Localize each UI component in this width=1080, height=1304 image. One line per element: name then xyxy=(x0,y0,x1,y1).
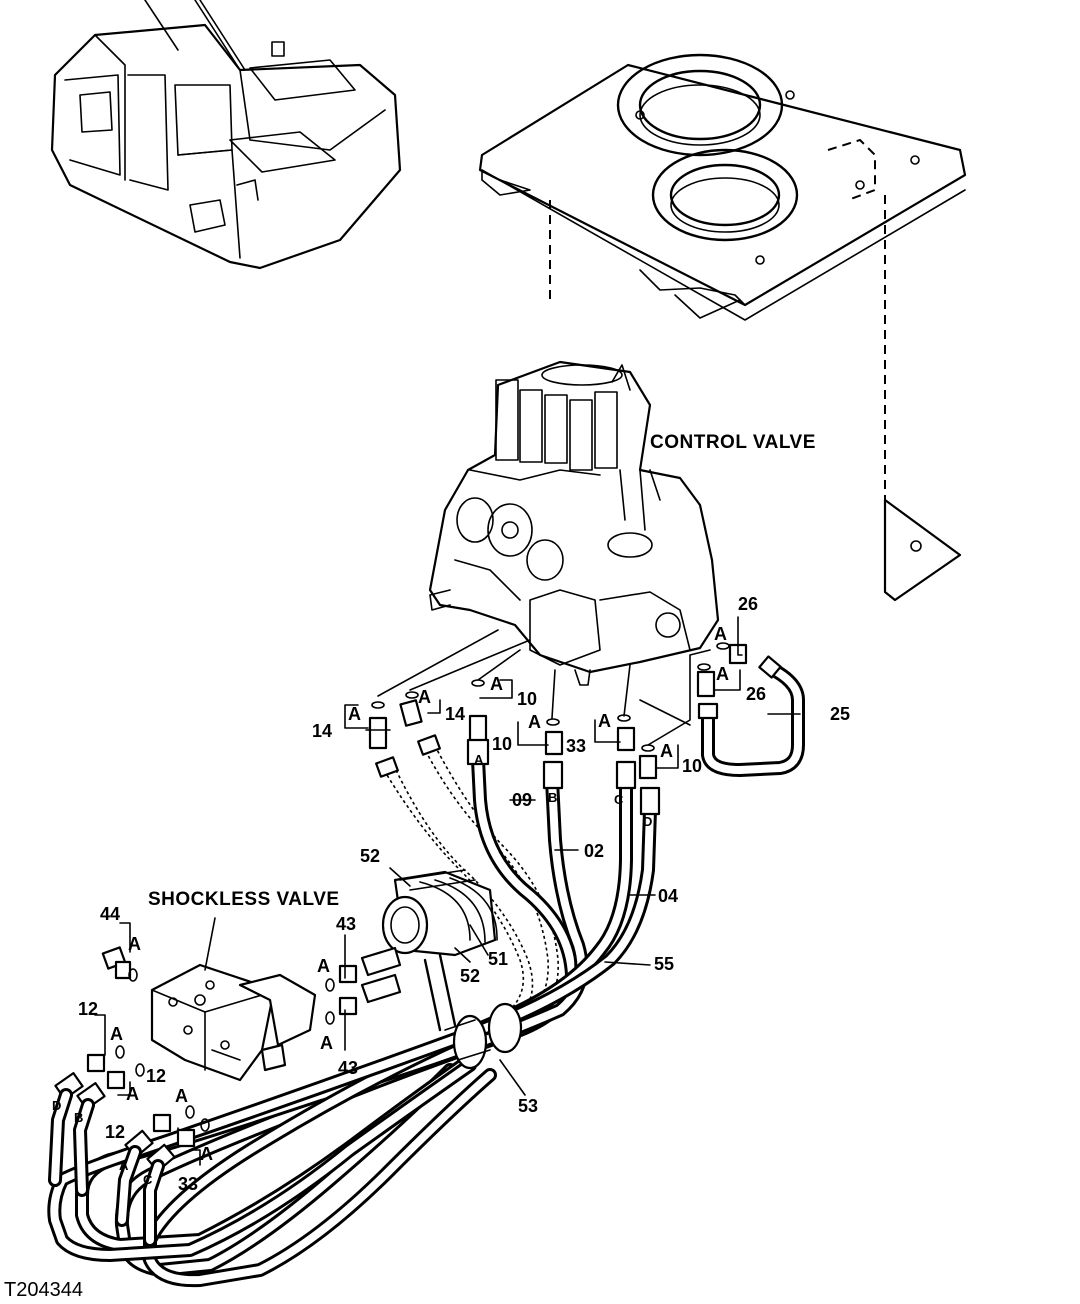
figure-reference: T204344 xyxy=(4,1279,83,1301)
callout-09: 09 xyxy=(512,790,532,810)
hose-bundle xyxy=(47,734,661,1288)
callout-26-bottom: 26 xyxy=(746,684,766,704)
hose-letter-c-bottom: C xyxy=(143,1172,153,1187)
callout-a: A xyxy=(418,687,431,707)
callout-12-bottom: 12 xyxy=(105,1122,125,1142)
control-valve-body xyxy=(428,360,720,686)
callout-a: A xyxy=(200,1144,213,1164)
hose-25 xyxy=(697,655,805,777)
excavator-inset xyxy=(50,0,402,270)
callout-a: A xyxy=(490,674,503,694)
control-valve-fittings xyxy=(365,642,748,780)
callout-a: A xyxy=(660,741,673,761)
callout-a: A xyxy=(175,1086,188,1106)
callout-a: A xyxy=(348,704,361,724)
shockless-leader xyxy=(204,917,216,971)
control-valve-label: CONTROL VALVE xyxy=(650,432,816,453)
callout-10-mid: 10 xyxy=(492,734,512,754)
callout-55: 55 xyxy=(654,954,674,974)
callout-a: A xyxy=(317,956,330,976)
callout-33-top: 33 xyxy=(566,736,586,756)
callout-51: 51 xyxy=(488,949,508,969)
callout-53: 53 xyxy=(518,1096,538,1116)
hose-letter-d-top: D xyxy=(643,814,652,829)
hose-letter-b-top: B xyxy=(548,790,557,805)
callout-a: A xyxy=(528,712,541,732)
shockless-valve-label: SHOCKLESS VALVE xyxy=(148,889,340,910)
callout-a: A xyxy=(110,1024,123,1044)
callout-12-top: 12 xyxy=(78,999,98,1019)
hose-clamps xyxy=(381,869,523,1070)
callout-14-right: 14 xyxy=(445,704,465,724)
callout-a: A xyxy=(128,934,141,954)
callout-44: 44 xyxy=(100,904,120,924)
callout-25: 25 xyxy=(830,704,850,724)
callout-10-top: 10 xyxy=(517,689,537,709)
callout-labels: 26 A A 26 25 14 A A 14 A 10 A 10 33 A A … xyxy=(78,594,850,1194)
hose-letters: A B C D D B A C xyxy=(52,752,652,1187)
callout-43-bottom: 43 xyxy=(338,1058,358,1078)
hose-letter-b-bottom: B xyxy=(74,1110,83,1125)
callout-52-top: 52 xyxy=(360,846,380,866)
hose-letter-a-bottom: A xyxy=(119,1158,129,1173)
callout-10-right: 10 xyxy=(682,756,702,776)
callout-a: A xyxy=(714,624,727,644)
callout-52-bottom: 52 xyxy=(460,966,480,986)
callout-14-left: 14 xyxy=(312,721,332,741)
callout-a: A xyxy=(716,664,729,684)
shockless-valve-body xyxy=(150,963,317,1082)
callout-a: A xyxy=(598,711,611,731)
fitting-leaders xyxy=(377,629,711,746)
callout-43-top: 43 xyxy=(336,914,356,934)
hose-letter-c-top: C xyxy=(614,792,624,807)
hose-letter-a-top: A xyxy=(474,752,484,767)
callout-12-mid: 12 xyxy=(146,1066,166,1086)
shockless-fittings xyxy=(86,946,402,1148)
upper-frame-plate xyxy=(478,53,967,602)
callout-26-top: 26 xyxy=(738,594,758,614)
callout-33-bottom: 33 xyxy=(178,1174,198,1194)
callout-a: A xyxy=(320,1033,333,1053)
hose-letter-d-bottom: D xyxy=(52,1098,61,1113)
callout-a: A xyxy=(126,1084,139,1104)
callout-04: 04 xyxy=(658,886,678,906)
callout-brackets xyxy=(94,616,801,1166)
callout-02: 02 xyxy=(584,841,604,861)
